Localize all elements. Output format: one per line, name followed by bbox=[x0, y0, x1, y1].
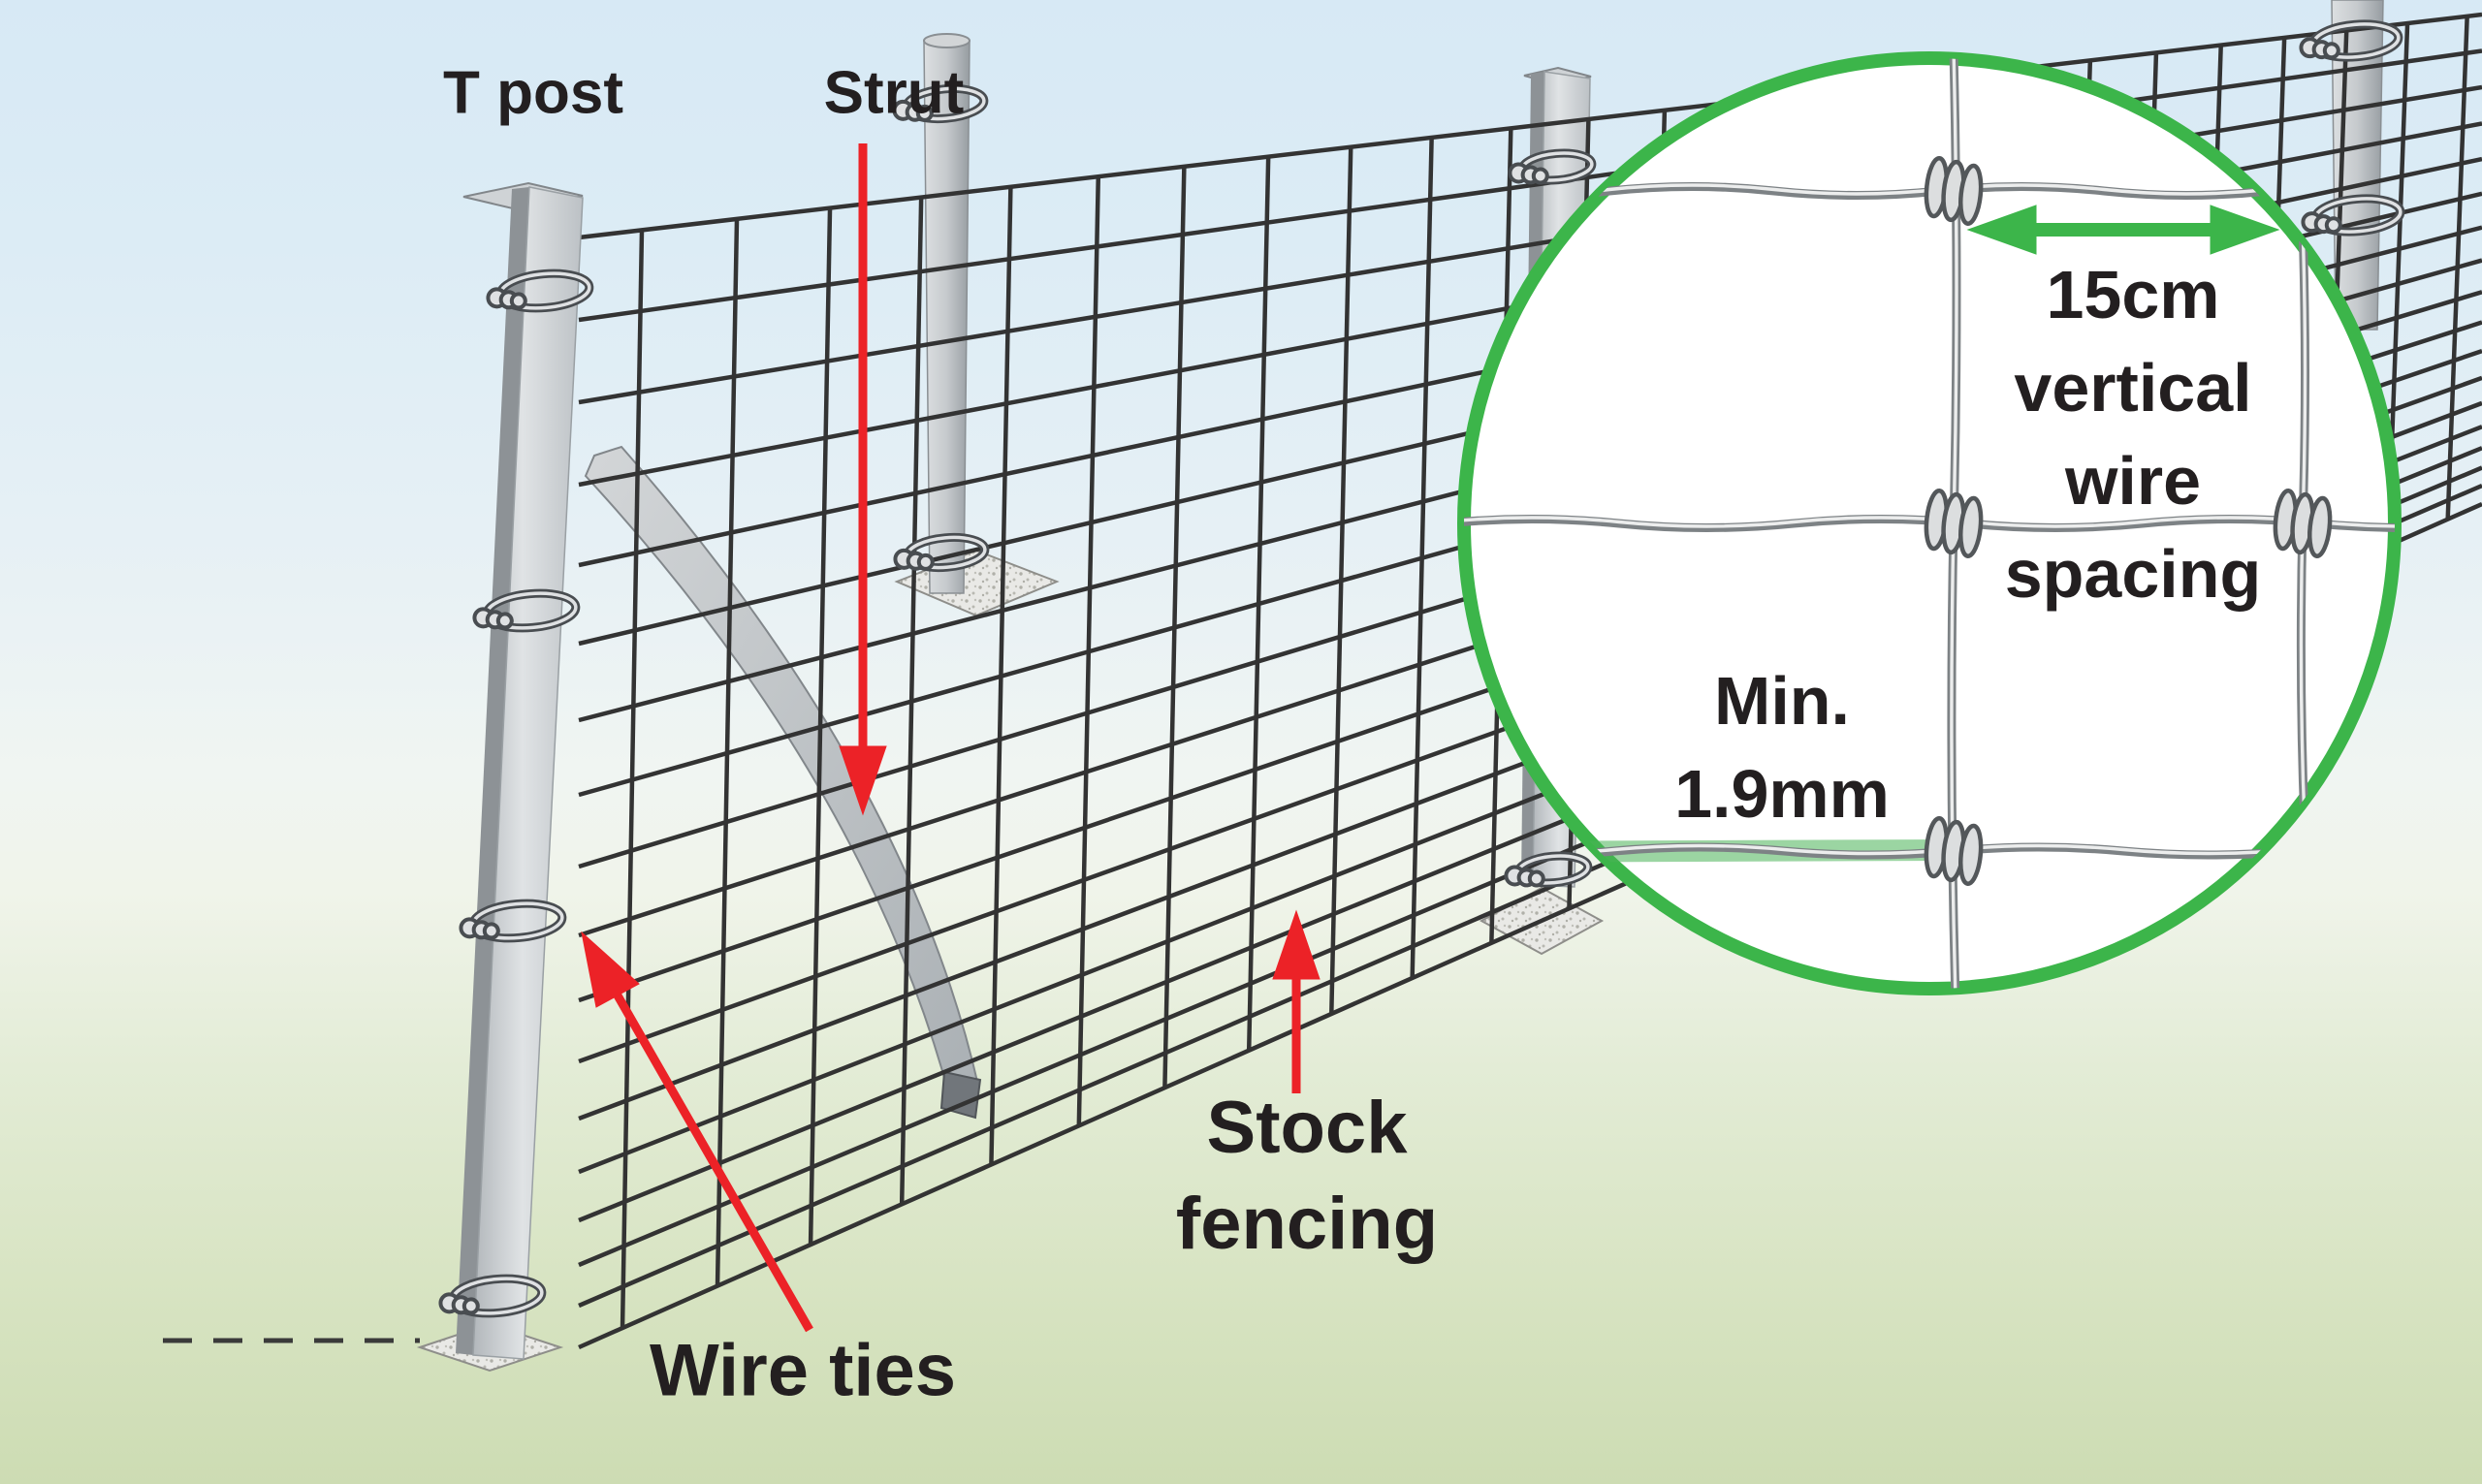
min-wire-gauge-line2: 1.9mm bbox=[1674, 756, 1890, 832]
wire-tie bbox=[472, 588, 581, 633]
wire-spacing-label-line2: vertical bbox=[2014, 350, 2252, 426]
stock-fencing-label-line2: fencing bbox=[1175, 1183, 1439, 1265]
wire-spacing-label: 15cm vertical wire spacing bbox=[2005, 249, 2262, 621]
round-post-middle bbox=[923, 33, 971, 594]
wire-tie bbox=[438, 1274, 547, 1318]
wire-tie bbox=[2301, 194, 2405, 237]
min-wire-gauge-line1: Min. bbox=[1714, 663, 1850, 740]
wire-knot bbox=[1924, 156, 1984, 226]
wire-tie bbox=[2299, 19, 2403, 62]
wire-knot bbox=[1924, 816, 1984, 886]
wire-tie bbox=[459, 899, 567, 943]
stock-fencing-label: Stock fencing bbox=[1176, 1081, 1438, 1273]
wire-tie bbox=[1508, 148, 1597, 185]
t-post-label: T post bbox=[443, 59, 623, 127]
wire-spacing-label-line1: 15cm bbox=[2046, 257, 2220, 333]
wire-knot bbox=[1924, 489, 1984, 558]
wire-spacing-label-line4: spacing bbox=[2004, 535, 2262, 612]
wire-spacing-label-line3: wire bbox=[2064, 443, 2202, 519]
wire-tie bbox=[1504, 851, 1593, 888]
strut-arrow bbox=[839, 143, 887, 816]
t-post-near bbox=[456, 181, 584, 1360]
wire-tie bbox=[892, 83, 989, 124]
wire-ties-group bbox=[438, 19, 2405, 1318]
stock-fencing-label-line1: Stock bbox=[1206, 1087, 1408, 1170]
spacing-measure-arrow bbox=[1966, 205, 2280, 255]
stock-fencing-arrow bbox=[1272, 909, 1321, 1093]
strut-bar bbox=[584, 445, 982, 1120]
pointer-arrows bbox=[581, 143, 1321, 1333]
strut-end-cap bbox=[939, 1070, 982, 1120]
min-wire-gauge-label: Min. 1.9mm bbox=[1674, 655, 1890, 841]
wire-tie bbox=[486, 268, 594, 313]
strut-label: Strut bbox=[823, 59, 965, 127]
wire-ties-arrow bbox=[581, 931, 813, 1333]
wire-knot bbox=[2273, 489, 2333, 558]
wire-tie bbox=[893, 532, 990, 573]
magnifier-inset bbox=[1457, 51, 2402, 995]
wire-ties-label: Wire ties bbox=[649, 1329, 957, 1412]
